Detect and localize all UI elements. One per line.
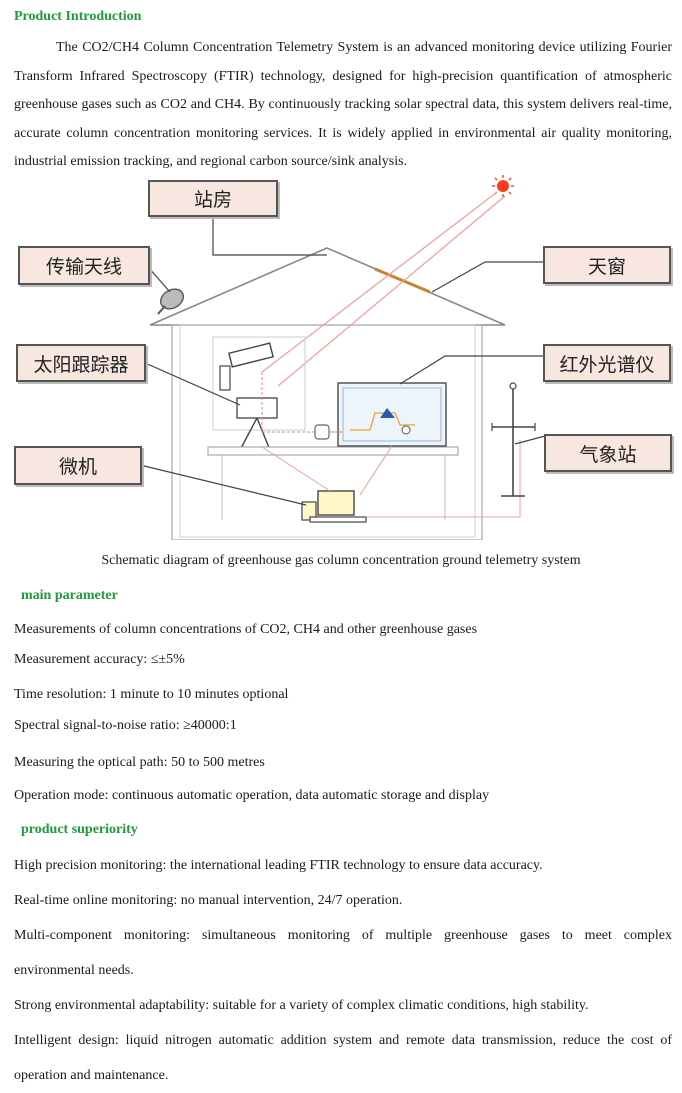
label-computer: 微机: [14, 446, 142, 485]
computer-monitor: [317, 490, 355, 516]
tracker-leg-right: [256, 417, 271, 451]
computer-keyboard: [309, 516, 367, 523]
detector-unit: [314, 424, 330, 440]
label-tracker: 太阳跟踪器: [16, 344, 146, 382]
leader-antenna: [147, 266, 171, 293]
skylight-window: [374, 267, 431, 294]
superiority-item: Intelligent design: liquid nitrogen auto…: [14, 1033, 672, 1083]
weather-anemometer: [509, 382, 517, 390]
leader-computer: [139, 464, 307, 506]
table-top: [207, 446, 459, 456]
label-station: 站房: [148, 180, 278, 217]
sensor-icon: [401, 425, 411, 435]
superiority-item: Strong environmental adaptability: suita…: [14, 998, 589, 1013]
cable-spectrometer: [359, 445, 393, 496]
leader-station: [212, 216, 327, 256]
leader-weather: [514, 435, 546, 445]
leader-spectrometer: [399, 355, 544, 385]
house-inner-walls: [179, 324, 476, 538]
intro-paragraph: The CO2/CH4 Column Concentration Telemet…: [14, 40, 672, 169]
tracker-enclosure: [212, 336, 306, 431]
superiority-item: Multi-component monitoring: simultaneous…: [14, 928, 672, 978]
label-antenna: 传输天线: [18, 246, 150, 285]
diagram-drawing: [139, 175, 546, 540]
label-weather: 气象站: [544, 434, 672, 472]
leader-tracker: [142, 361, 241, 406]
param-item: Spectral signal-to-noise ratio: ≥40000:1: [14, 718, 237, 733]
leader-skylight: [431, 261, 544, 293]
computer-tower: [301, 501, 317, 521]
param-item: Operation mode: continuous automatic ope…: [14, 788, 490, 803]
antenna-mount: [157, 305, 166, 315]
diagram-caption: Schematic diagram of greenhouse gas colu…: [101, 553, 581, 568]
label-skylight: 天窗: [543, 246, 671, 284]
cable-weather: [366, 440, 521, 518]
tracker-leg-left: [239, 417, 258, 451]
param-item: Measuring the optical path: 50 to 500 me…: [14, 755, 265, 770]
cable-tracker: [261, 446, 331, 492]
param-item: Measurements of column concentrations of…: [14, 622, 478, 637]
tracker-mirror: [228, 342, 274, 368]
tracker-motor: [219, 365, 231, 391]
intro-heading: Product Introduction: [14, 9, 142, 24]
param-item: Measurement accuracy: ≤±5%: [14, 652, 185, 667]
param-item: Time resolution: 1 minute to 10 minutes …: [14, 687, 289, 702]
prism-icon: [380, 408, 395, 418]
spectrometer-inner: [342, 387, 442, 442]
tracker-base: [236, 397, 278, 419]
params-heading: main parameter: [21, 588, 118, 603]
sun-beam-1: [261, 191, 498, 373]
sun-icon: [497, 180, 509, 192]
label-spectrometer: 红外光谱仪: [543, 344, 671, 382]
superiority-item: High precision monitoring: the internati…: [14, 858, 543, 873]
antenna-dish-icon: [159, 288, 185, 310]
superiority-item: Real-time online monitoring: no manual i…: [14, 893, 403, 908]
superiority-heading: product superiority: [21, 822, 138, 837]
roof-line: [149, 247, 506, 326]
sun-beam-2: [277, 195, 506, 387]
